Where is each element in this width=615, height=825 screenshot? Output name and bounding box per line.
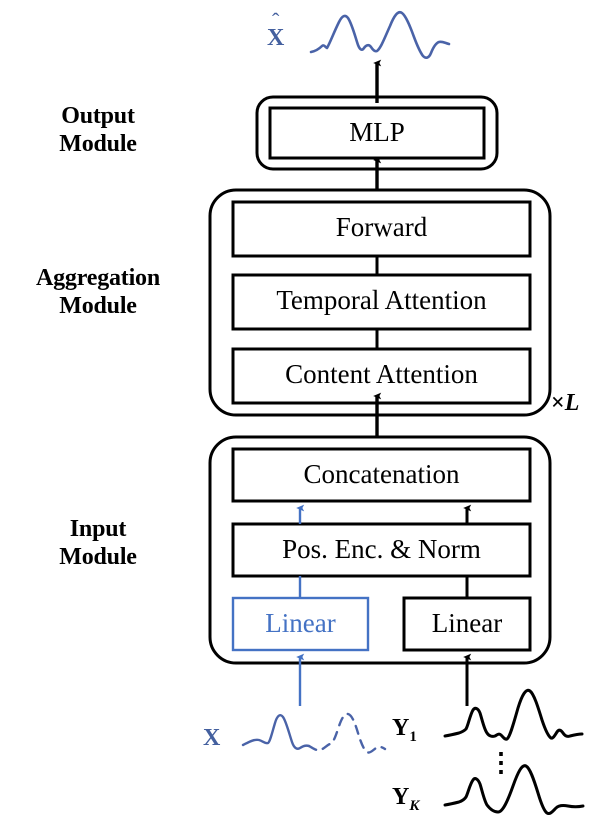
output-module-label: Output Module xyxy=(0,103,196,158)
vertical-ellipsis-icon: ⋮ xyxy=(488,748,514,777)
covariate-yk-subscript: K xyxy=(409,797,420,814)
input-module-label: Input Module xyxy=(0,516,196,571)
block-content-attention-label: Content Attention xyxy=(285,359,478,389)
covariate-y1-subscript: 1 xyxy=(409,728,417,745)
output-signal-symbol: X xyxy=(267,25,285,51)
block-pos-enc-norm[interactable] xyxy=(231,522,532,578)
covariate-y1-symbol: Y xyxy=(392,715,410,741)
aggregation-module-label: Aggregation Module xyxy=(0,265,196,320)
aggregation-module-label-line2: Module xyxy=(59,292,137,319)
output-module-label-line2: Module xyxy=(59,130,137,157)
repeat-annotation-xL: ×L xyxy=(551,390,579,417)
output-waveform-xhat xyxy=(309,10,451,59)
covariate-waveform-y1 xyxy=(443,688,584,741)
covariate-waveform-yk xyxy=(443,764,585,815)
block-forward-label: Forward xyxy=(335,212,428,242)
block-concatenation[interactable] xyxy=(231,447,532,503)
block-content-attention[interactable] xyxy=(231,347,532,405)
repeat-count-letter: L xyxy=(564,390,580,416)
block-linear-covariates-label: Linear xyxy=(431,608,503,638)
covariate-yk-symbol: Y xyxy=(392,784,410,810)
aggregation-module-container xyxy=(208,188,552,417)
aggregation-module-label-line1: Aggregation xyxy=(35,265,160,291)
block-linear-target[interactable] xyxy=(231,596,370,652)
input-waveform-x xyxy=(241,712,387,754)
input-signal-symbol: X xyxy=(203,725,221,751)
block-temporal-attention-label: Temporal Attention xyxy=(276,285,487,315)
block-mlp[interactable] xyxy=(268,106,486,160)
input-module-label-line1: Input xyxy=(69,516,127,542)
block-forward[interactable] xyxy=(231,200,532,258)
block-temporal-attention[interactable] xyxy=(231,273,532,331)
block-concatenation-label: Concatenation xyxy=(303,459,460,489)
hat-accent-icon: ˆ xyxy=(272,8,280,33)
covariate-label-y1: Y1 xyxy=(392,715,417,746)
input-module-container xyxy=(208,435,552,665)
covariate-label-yk: YK xyxy=(392,784,419,815)
input-signal-label-x: X xyxy=(203,725,220,752)
block-mlp-label: MLP xyxy=(349,117,405,147)
block-pos-enc-norm-label: Pos. Enc. & Norm xyxy=(282,534,481,564)
input-module-label-line2: Module xyxy=(59,543,137,570)
repeat-symbol: × xyxy=(551,390,565,416)
output-module-label-line1: Output xyxy=(61,103,135,129)
block-linear-target-label: Linear xyxy=(265,608,336,638)
block-linear-covariates[interactable] xyxy=(402,596,532,652)
